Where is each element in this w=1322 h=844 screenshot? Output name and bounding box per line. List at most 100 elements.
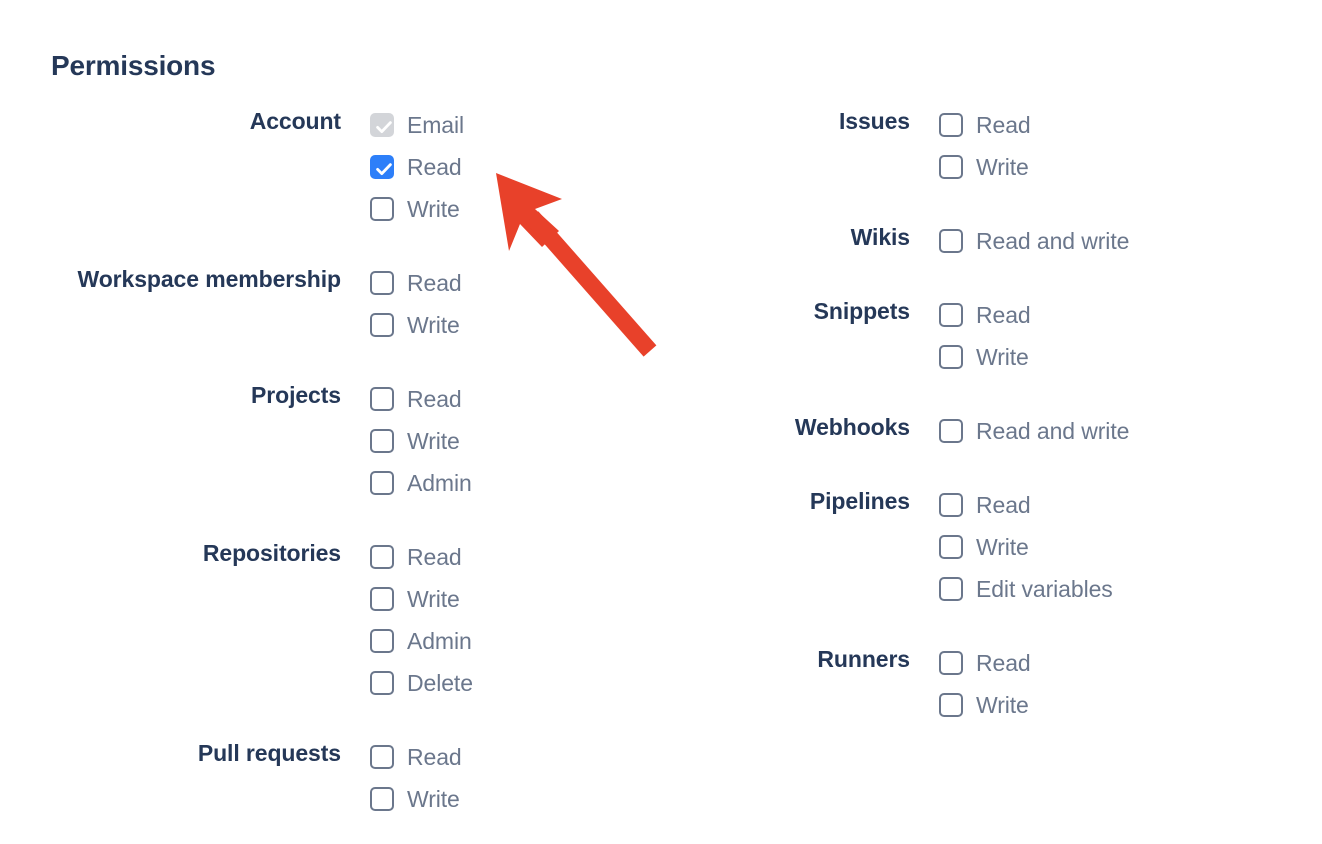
checkbox-snippets-read[interactable]: [939, 303, 963, 327]
checkbox-projects-read[interactable]: [370, 387, 394, 411]
permission-option-pipelines-read[interactable]: Read: [939, 484, 1113, 526]
checkbox-pipelines-read[interactable]: [939, 493, 963, 517]
checkbox-snippets-write[interactable]: [939, 345, 963, 369]
permission-option-pull-requests-write[interactable]: Write: [370, 778, 462, 820]
permission-option-projects-read[interactable]: Read: [370, 378, 472, 420]
checkbox-account-email: [370, 113, 394, 137]
checkbox-pull-requests-write[interactable]: [370, 787, 394, 811]
checkbox-wikis-read-and-write[interactable]: [939, 229, 963, 253]
permission-option-account-write[interactable]: Write: [370, 188, 464, 230]
checkbox-issues-read[interactable]: [939, 113, 963, 137]
checkbox-runners-write[interactable]: [939, 693, 963, 717]
permission-option-snippets-write[interactable]: Write: [939, 336, 1031, 378]
page-title: Permissions: [51, 50, 216, 81]
checkbox-runners-read[interactable]: [939, 651, 963, 675]
permission-group-label-repositories: Repositories: [202, 540, 341, 566]
checkbox-label-snippets-read: Read: [976, 302, 1031, 328]
checkbox-webhooks-read-and-write[interactable]: [939, 419, 963, 443]
checkbox-label-pipelines-read: Read: [976, 492, 1031, 518]
permission-group-label-pipelines: Pipelines: [809, 488, 910, 514]
permission-options-wikis: Read and write: [939, 220, 1129, 262]
checkbox-projects-admin[interactable]: [370, 471, 394, 495]
checkbox-repositories-write[interactable]: [370, 587, 394, 611]
checkbox-label-projects-admin: Admin: [407, 470, 472, 496]
checkbox-label-pull-requests-read: Read: [407, 744, 462, 770]
permission-option-pull-requests-read[interactable]: Read: [370, 736, 462, 778]
permission-option-repositories-delete[interactable]: Delete: [370, 662, 473, 704]
checkbox-label-pull-requests-write: Write: [407, 786, 460, 812]
checkbox-label-account-read: Read: [407, 154, 462, 180]
permission-option-wikis-read-and-write[interactable]: Read and write: [939, 220, 1129, 262]
permission-option-projects-admin[interactable]: Admin: [370, 462, 472, 504]
permission-option-repositories-write[interactable]: Write: [370, 578, 473, 620]
permission-option-runners-write[interactable]: Write: [939, 684, 1031, 726]
permission-option-issues-read[interactable]: Read: [939, 104, 1031, 146]
permission-group-label-issues: Issues: [838, 108, 910, 134]
checkbox-label-projects-read: Read: [407, 386, 462, 412]
checkbox-label-pipelines-edit-variables: Edit variables: [976, 576, 1113, 602]
checkbox-pull-requests-read[interactable]: [370, 745, 394, 769]
permission-option-webhooks-read-and-write[interactable]: Read and write: [939, 410, 1129, 452]
checkbox-label-issues-read: Read: [976, 112, 1031, 138]
permission-option-workspace-membership-read[interactable]: Read: [370, 262, 462, 304]
checkbox-label-runners-read: Read: [976, 650, 1031, 676]
checkbox-label-repositories-delete: Delete: [407, 670, 473, 696]
permission-option-pipelines-edit-variables[interactable]: Edit variables: [939, 568, 1113, 610]
permission-option-projects-write[interactable]: Write: [370, 420, 472, 462]
checkbox-workspace-membership-write[interactable]: [370, 313, 394, 337]
permission-option-issues-write[interactable]: Write: [939, 146, 1031, 188]
permission-option-account-email[interactable]: Email: [370, 104, 464, 146]
checkbox-label-projects-write: Write: [407, 428, 460, 454]
permission-group-label-projects: Projects: [251, 382, 341, 408]
permission-option-runners-read[interactable]: Read: [939, 642, 1031, 684]
checkbox-repositories-read[interactable]: [370, 545, 394, 569]
checkbox-pipelines-write[interactable]: [939, 535, 963, 559]
permission-group-label-workspace-membership: Workspace membership: [77, 266, 342, 292]
checkbox-label-runners-write: Write: [976, 692, 1029, 718]
checkbox-label-workspace-membership-read: Read: [407, 270, 462, 296]
checkbox-label-repositories-read: Read: [407, 544, 462, 570]
checkbox-label-account-email: Email: [407, 112, 465, 138]
permission-option-repositories-admin[interactable]: Admin: [370, 620, 473, 662]
permission-option-workspace-membership-write[interactable]: Write: [370, 304, 462, 346]
checkbox-issues-write[interactable]: [939, 155, 963, 179]
checkbox-label-webhooks-read-and-write: Read and write: [976, 418, 1130, 444]
permission-group-label-wikis: Wikis: [850, 224, 910, 250]
checkbox-label-pipelines-write: Write: [976, 534, 1029, 560]
permission-option-snippets-read[interactable]: Read: [939, 294, 1031, 336]
checkbox-label-wikis-read-and-write: Read and write: [976, 228, 1130, 254]
checkbox-label-repositories-write: Write: [407, 586, 460, 612]
checkbox-label-repositories-admin: Admin: [407, 628, 472, 654]
checkbox-pipelines-edit-variables[interactable]: [939, 577, 963, 601]
permission-option-repositories-read[interactable]: Read: [370, 536, 473, 578]
permission-group-label-pull-requests: Pull requests: [197, 740, 341, 766]
checkbox-label-account-write: Write: [407, 196, 460, 222]
permission-option-pipelines-write[interactable]: Write: [939, 526, 1113, 568]
checkbox-repositories-admin[interactable]: [370, 629, 394, 653]
checkbox-account-write[interactable]: [370, 197, 394, 221]
checkbox-account-read[interactable]: [370, 155, 394, 179]
checkbox-projects-write[interactable]: [370, 429, 394, 453]
checkbox-repositories-delete[interactable]: [370, 671, 394, 695]
permission-option-account-read[interactable]: Read: [370, 146, 464, 188]
checkbox-workspace-membership-read[interactable]: [370, 271, 394, 295]
